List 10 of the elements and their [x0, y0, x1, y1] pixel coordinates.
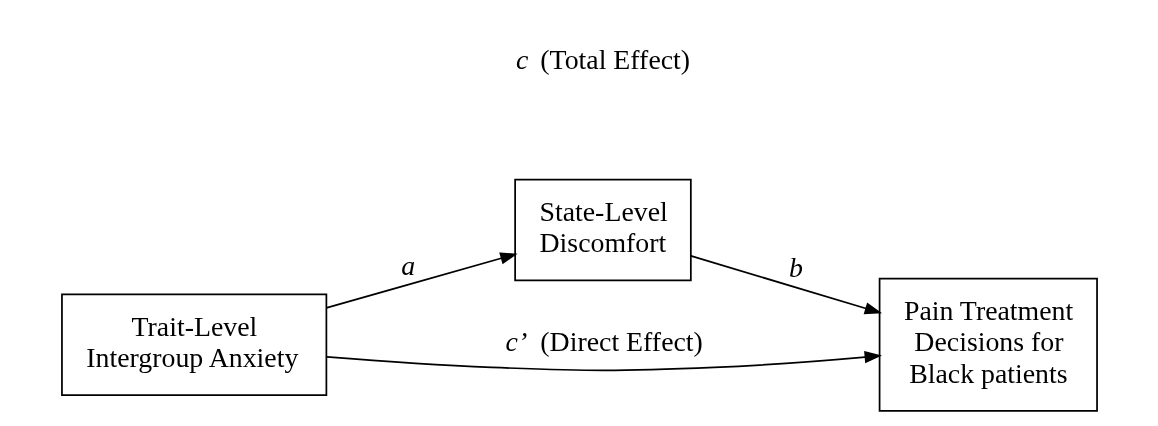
arrow — [325, 252, 518, 309]
label: c (Total Effect) — [515, 43, 690, 75]
node-box: Trait-Level Intergroup Anxiety — [60, 293, 327, 397]
arrow — [689, 255, 882, 315]
arrow — [325, 351, 882, 372]
node-box: State-Level Discomfort — [513, 178, 692, 282]
edge-label: c’ (Direct Effect) — [505, 326, 703, 358]
edge-label: a — [400, 249, 415, 281]
node-box: Pain Treatment Decisions for Black patients — [878, 277, 1098, 412]
edge-label: b — [788, 251, 803, 283]
